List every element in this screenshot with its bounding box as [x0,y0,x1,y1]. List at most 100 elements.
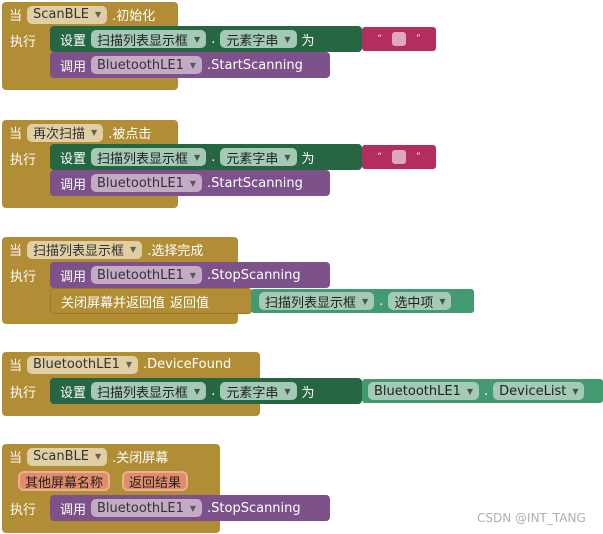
dropdown-arrow-icon: ▼ [194,34,201,44]
set-property-dropdown[interactable]: 元素字串 ▼ [220,382,297,401]
empty-text-field[interactable] [392,32,406,46]
event-name: .关闭屏幕 [112,451,169,466]
dropdown-arrow-icon: ▼ [284,34,291,44]
when-label: 当 [9,451,23,466]
to-label: 为 [301,33,315,49]
component-name: BluetoothLE1 [97,267,184,283]
component-name: BluetoothLE1 [33,357,120,372]
component-name: 扫描列表显示框 [265,295,357,311]
event-name: .选择完成 [147,244,204,259]
do-label: 执行 [10,270,37,285]
component-dropdown[interactable]: BluetoothLE1 ▼ [27,355,139,374]
dropdown-arrow-icon: ▼ [194,386,201,396]
component-name: 扫描列表显示框 [97,33,189,49]
set-label: 设置 [60,33,87,49]
component-dropdown[interactable]: 再次扫描 ▼ [27,123,104,142]
method-name: .StartScanning [207,175,303,191]
dropdown-arrow-icon: ▼ [284,152,291,162]
set-component-dropdown[interactable]: 扫描列表显示框 ▼ [91,30,207,49]
component-dropdown[interactable]: ScanBLE ▼ [27,447,108,466]
set-property-block[interactable]: 设置 扫描列表显示框▼ . 元素字串▼ 为 [50,378,362,404]
component-getter-block[interactable]: BluetoothLE1 ▼ . DeviceList▼ [362,379,603,403]
open-quote: “ [377,152,382,162]
call-label: 调用 [60,502,87,518]
dropdown-arrow-icon: ▼ [362,296,369,306]
call-label: 调用 [60,269,87,285]
dropdown-arrow-icon: ▼ [466,386,473,396]
component-name: ScanBLE [33,449,89,464]
event-header: 当 ScanBLE▼ .初始化 [9,5,155,24]
watermark: CSDN @INT_TANG [477,511,586,525]
call-block[interactable]: 调用 BluetoothLE1▼ .StartScanning [50,170,330,196]
do-label: 执行 [10,153,37,168]
dot: . [211,149,216,165]
property-name: 元素字串 [226,33,279,49]
empty-text-field[interactable] [392,150,406,164]
event-header: 当 BluetoothLE1▼ .DeviceFound [9,355,231,374]
set-component-dropdown[interactable]: 扫描列表显示框▼ [91,148,207,167]
component-dropdown[interactable]: ScanBLE ▼ [27,5,108,24]
to-label: 为 [301,385,315,401]
param-result[interactable]: 返回结果 [122,471,189,491]
text-string-block[interactable]: “” [362,27,436,51]
getter-component-dropdown[interactable]: BluetoothLE1 ▼ [368,382,479,400]
property-name: 选中项 [394,295,434,311]
call-component-dropdown[interactable]: BluetoothLE1▼ [91,56,203,74]
param-other-screen-name[interactable]: 其他屏幕名称 [18,471,111,491]
dropdown-arrow-icon: ▼ [194,152,201,162]
dropdown-arrow-icon: ▼ [572,386,579,396]
to-label: 为 [301,151,315,167]
dropdown-arrow-icon: ▼ [189,270,197,280]
call-block[interactable]: 调用 BluetoothLE1 ▼ .StopScanning [50,262,330,288]
method-name: .StopScanning [207,267,301,283]
call-block[interactable]: 调用 BluetoothLE1▼ .StopScanning [50,495,330,521]
set-property-dropdown[interactable]: 元素字串▼ [220,148,297,167]
dropdown-arrow-icon: ▼ [91,128,98,137]
method-name: .StartScanning [207,57,303,73]
component-name: 再次扫描 [33,127,86,142]
dropdown-arrow-icon: ▼ [95,452,102,461]
when-label: 当 [9,244,23,259]
component-name: BluetoothLE1 [374,383,461,399]
set-property-block[interactable]: 设置 扫描列表显示框▼ . 元素字串▼ 为 [50,144,362,170]
do-label: 执行 [10,35,37,50]
call-label: 调用 [60,59,87,75]
call-component-dropdown[interactable]: BluetoothLE1 ▼ [91,266,203,284]
do-label: 执行 [10,386,37,401]
dropdown-arrow-icon: ▼ [189,503,197,513]
component-name: 扫描列表显示框 [97,385,189,401]
event-name: .被点击 [108,127,152,142]
getter-property-dropdown[interactable]: DeviceList▼ [493,382,585,400]
getter-property-dropdown[interactable]: 选中项 ▼ [388,292,452,311]
result-arg-label: 返回值 [170,295,210,311]
component-getter-block[interactable]: 扫描列表显示框▼ . 选中项▼ [251,289,474,313]
set-label: 设置 [60,151,87,167]
set-property-dropdown[interactable]: 元素字串 ▼ [220,30,297,49]
dot: . [484,383,489,399]
set-component-dropdown[interactable]: 扫描列表显示框 ▼ [91,382,207,401]
call-component-dropdown[interactable]: BluetoothLE1 ▼ [91,499,203,517]
event-header: 当 ScanBLE ▼ .关闭屏幕 [9,447,168,466]
getter-component-dropdown[interactable]: 扫描列表显示框 ▼ [259,292,375,311]
component-name: 扫描列表显示框 [33,244,125,259]
dropdown-arrow-icon: ▼ [95,10,102,19]
call-block[interactable]: 调用 BluetoothLE1▼ .StartScanning [50,52,330,78]
close-quote: ” [416,152,421,162]
when-label: 当 [9,359,23,374]
dropdown-arrow-icon: ▼ [125,360,133,369]
close-screen-with-value-block[interactable]: 关闭屏幕并返回值 返回值 [50,288,252,314]
text-string-block[interactable]: “” [362,145,436,169]
component-name: BluetoothLE1 [97,500,184,516]
event-header: 当 再次扫描▼ .被点击 [9,123,151,142]
call-component-dropdown[interactable]: BluetoothLE1▼ [91,174,203,192]
property-name: 元素字串 [226,385,279,401]
set-property-block[interactable]: 设置 扫描列表显示框 ▼ . 元素字串 ▼ 为 [50,26,362,52]
call-label: 调用 [60,177,87,193]
dropdown-arrow-icon: ▼ [439,296,446,306]
event-header: 当 扫描列表显示框▼ .选择完成 [9,240,203,259]
component-name: ScanBLE [33,7,89,22]
component-name: BluetoothLE1 [97,57,184,73]
dot: . [211,31,216,47]
dropdown-arrow-icon: ▼ [284,386,291,396]
component-dropdown[interactable]: 扫描列表显示框▼ [27,240,143,259]
